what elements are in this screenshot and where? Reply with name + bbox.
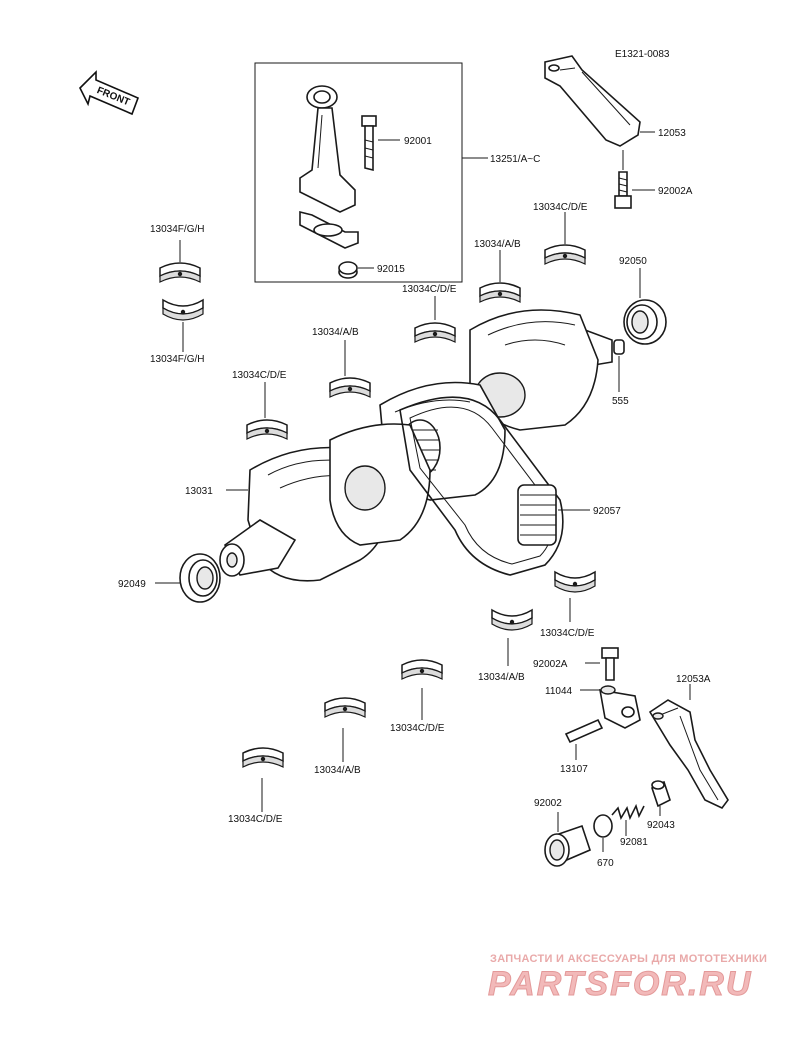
bearing-shell-icon	[159, 262, 201, 283]
label-13034cde-2: 13034C/D/E	[402, 284, 457, 295]
label-13034cde-1: 13034C/D/E	[533, 202, 588, 213]
watermark-logo: PARTSFOR.RU	[488, 965, 752, 1003]
chain-guide-icon	[544, 55, 655, 147]
label-13034cde-6: 13034C/D/E	[228, 814, 283, 825]
label-92049: 92049	[118, 579, 146, 590]
connecting-rod-icon	[299, 85, 359, 249]
watermark-tagline: ЗАПЧАСТИ И АКСЕССУАРЫ ДЛЯ МОТОТЕХНИКИ	[490, 953, 767, 965]
label-12053: 12053	[658, 128, 686, 139]
nut-icon	[338, 261, 374, 279]
label-13034cde-5: 13034C/D/E	[390, 723, 445, 734]
plug-bolt-icon	[544, 812, 591, 867]
guide-bolt-icon	[614, 150, 655, 209]
label-13031: 13031	[185, 486, 213, 497]
bearing-shell-icon	[162, 299, 204, 321]
label-13034fgh-top: 13034F/G/H	[150, 224, 204, 235]
label-13107: 13107	[560, 764, 588, 775]
tensioner-blade-icon	[648, 684, 729, 810]
bearing-shell-icon	[554, 571, 596, 593]
label-13034fgh-bot: 13034F/G/H	[150, 354, 204, 365]
oil-seal-icon	[623, 268, 667, 345]
label-13034ab-3: 13034/A/B	[478, 672, 525, 683]
pin-icon	[651, 780, 671, 816]
label-92002a-top: 92002A	[658, 186, 693, 197]
label-670: 670	[597, 858, 614, 869]
label-555: 555	[612, 396, 629, 407]
label-13034ab-4: 13034/A/B	[314, 765, 361, 776]
label-92050: 92050	[619, 256, 647, 267]
bearing-shell-icon	[414, 322, 456, 343]
bearing-shell-icon	[491, 609, 533, 631]
label-13034cde-3: 13034C/D/E	[232, 370, 287, 381]
pin-icon	[613, 339, 625, 392]
diagram-code: E1321-0083	[615, 49, 670, 60]
label-13251: 13251/A~C	[490, 154, 540, 165]
oil-seal-icon	[155, 553, 221, 603]
bearing-shell-icon	[246, 419, 288, 440]
guide-bolt-icon	[585, 647, 619, 681]
label-92057: 92057	[593, 506, 621, 517]
label-92002: 92002	[534, 798, 562, 809]
connecting-rod-box	[254, 62, 488, 283]
label-12053a: 12053A	[676, 674, 711, 685]
pin-icon	[564, 718, 604, 760]
label-92001: 92001	[404, 136, 432, 147]
label-13034ab-1: 13034/A/B	[474, 239, 521, 250]
front-arrow-icon: FRONT	[79, 70, 140, 116]
bolt-icon	[361, 115, 400, 172]
bearing-shell-icon	[544, 244, 586, 265]
label-13034ab-2: 13034/A/B	[312, 327, 359, 338]
label-13034cde-4: 13034C/D/E	[540, 628, 595, 639]
label-92081: 92081	[620, 837, 648, 848]
label-92015: 92015	[377, 264, 405, 275]
o-ring-icon	[593, 814, 613, 852]
bearing-shell-icon	[401, 659, 443, 680]
cam-chain-icon	[399, 396, 590, 576]
bearing-shell-icon	[479, 282, 521, 303]
label-92002a-bot: 92002A	[533, 659, 568, 670]
bearing-shell-icon	[242, 747, 284, 768]
bearing-shell-icon	[324, 697, 366, 718]
bearing-shell-icon	[329, 377, 371, 398]
label-11044: 11044	[545, 686, 573, 697]
spring-icon	[611, 803, 645, 836]
label-92043: 92043	[647, 820, 675, 831]
bracket-icon	[580, 685, 641, 729]
